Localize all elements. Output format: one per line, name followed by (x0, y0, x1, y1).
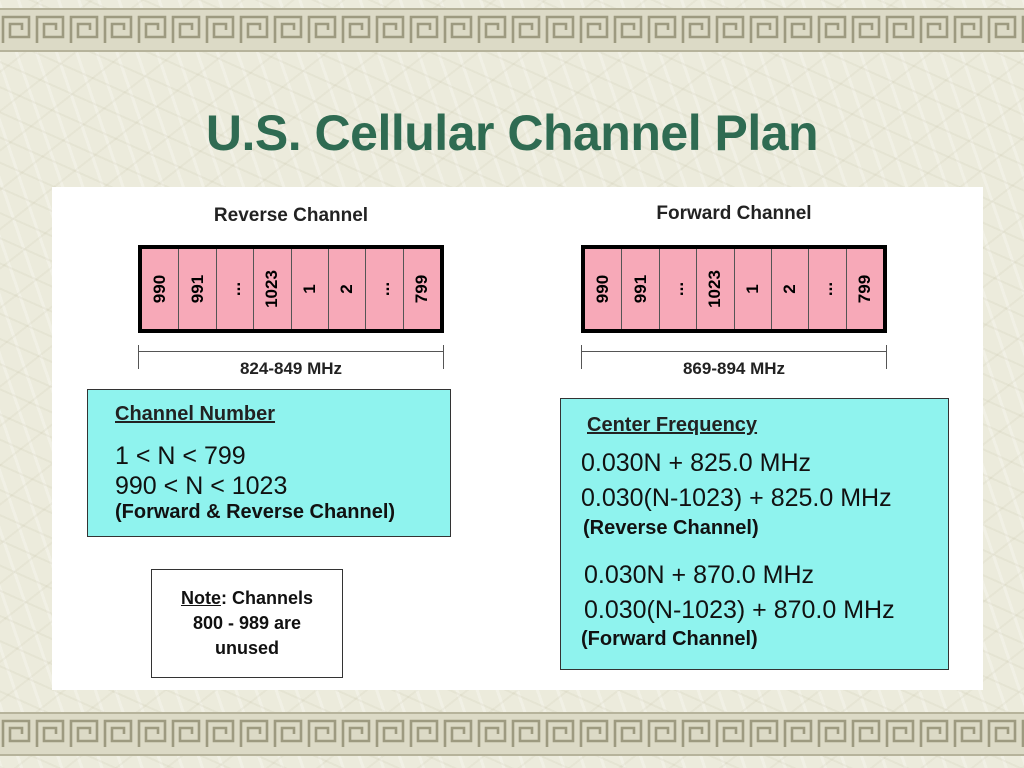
channel-cell: 799 (404, 249, 440, 329)
channel-number: 991 (187, 274, 207, 304)
channel-number: 1023 (262, 270, 282, 308)
reverse-range-bracket (138, 345, 444, 369)
channel-cell: ... (366, 249, 404, 329)
reverse-frequency-formula-1: 0.030N + 825.0 MHz (581, 449, 811, 477)
channel-number-heading: Channel Number (115, 403, 276, 425)
channel-cell: 1 (292, 249, 329, 329)
channel-cell: 2 (329, 249, 367, 329)
channel-cell: ... (660, 249, 698, 329)
channel-number-box: Channel Number 1 < N < 799 990 < N < 102… (87, 389, 451, 537)
channel-ellipsis: ... (817, 281, 837, 297)
channel-cell: 1023 (254, 249, 292, 329)
center-frequency-heading: Center Frequency (587, 414, 758, 436)
forward-channel-row: 990 991 ... 1023 1 2 ... 799 (581, 245, 887, 333)
channel-cell: 990 (585, 249, 623, 329)
forward-channel-label: (Forward Channel) (581, 628, 758, 650)
decorative-border-top (0, 8, 1024, 52)
channel-number: 990 (593, 274, 613, 304)
slide-title: U.S. Cellular Channel Plan (205, 105, 819, 161)
channel-cell: 799 (847, 249, 883, 329)
channel-cell: 1023 (697, 249, 735, 329)
reverse-channel-label: (Reverse Channel) (583, 517, 759, 539)
channel-number: 990 (150, 274, 170, 304)
unused-channels-note: Note: Channels 800 - 989 are unused (151, 569, 343, 678)
note-line-1: Note: Channels (152, 586, 342, 611)
forward-range-bracket (581, 345, 887, 369)
center-frequency-box: Center Frequency 0.030N + 825.0 MHz 0.03… (560, 398, 949, 670)
channel-number: 1 (299, 284, 319, 294)
channel-ellipsis: ... (374, 281, 394, 297)
channel-cell: 2 (772, 249, 810, 329)
forward-frequency-formula-1: 0.030N + 870.0 MHz (584, 561, 814, 589)
note-label: Note (180, 588, 221, 608)
channel-number: 991 (630, 274, 650, 304)
channel-cell: 1 (735, 249, 772, 329)
channel-cell: 991 (622, 249, 660, 329)
channel-cell: ... (217, 249, 255, 329)
reverse-channel-heading: Reverse Channel (213, 205, 369, 226)
channel-range-2: 990 < N < 1023 (115, 472, 288, 500)
channel-cell: ... (809, 249, 847, 329)
forward-frequency-formula-2: 0.030(N-1023) + 870.0 MHz (584, 596, 895, 624)
channel-cell: 991 (179, 249, 217, 329)
channel-number: 1 (742, 284, 762, 294)
note-text-1: : Channels (220, 588, 313, 608)
reverse-channel-row: 990 991 ... 1023 1 2 ... 799 (138, 245, 444, 333)
decorative-border-bottom (0, 712, 1024, 756)
channel-ellipsis: ... (667, 281, 687, 297)
channel-number: 799 (411, 274, 431, 304)
channel-ellipsis: ... (224, 281, 244, 297)
reverse-frequency-formula-2: 0.030(N-1023) + 825.0 MHz (581, 484, 892, 512)
channel-number: 2 (337, 284, 357, 294)
channel-number-scope: (Forward & Reverse Channel) (115, 501, 396, 523)
channel-number: 799 (854, 274, 874, 304)
note-text-3: unused (214, 638, 279, 658)
channel-number: 2 (780, 284, 800, 294)
channel-cell: 990 (142, 249, 180, 329)
forward-frequency-range: 869-894 MHz (682, 359, 786, 378)
forward-channel-heading: Forward Channel (656, 203, 812, 224)
channel-range-1: 1 < N < 799 (115, 442, 246, 470)
channel-number: 1023 (705, 270, 725, 308)
reverse-frequency-range: 824-849 MHz (239, 359, 343, 378)
note-text-2: 800 - 989 are (192, 613, 302, 633)
